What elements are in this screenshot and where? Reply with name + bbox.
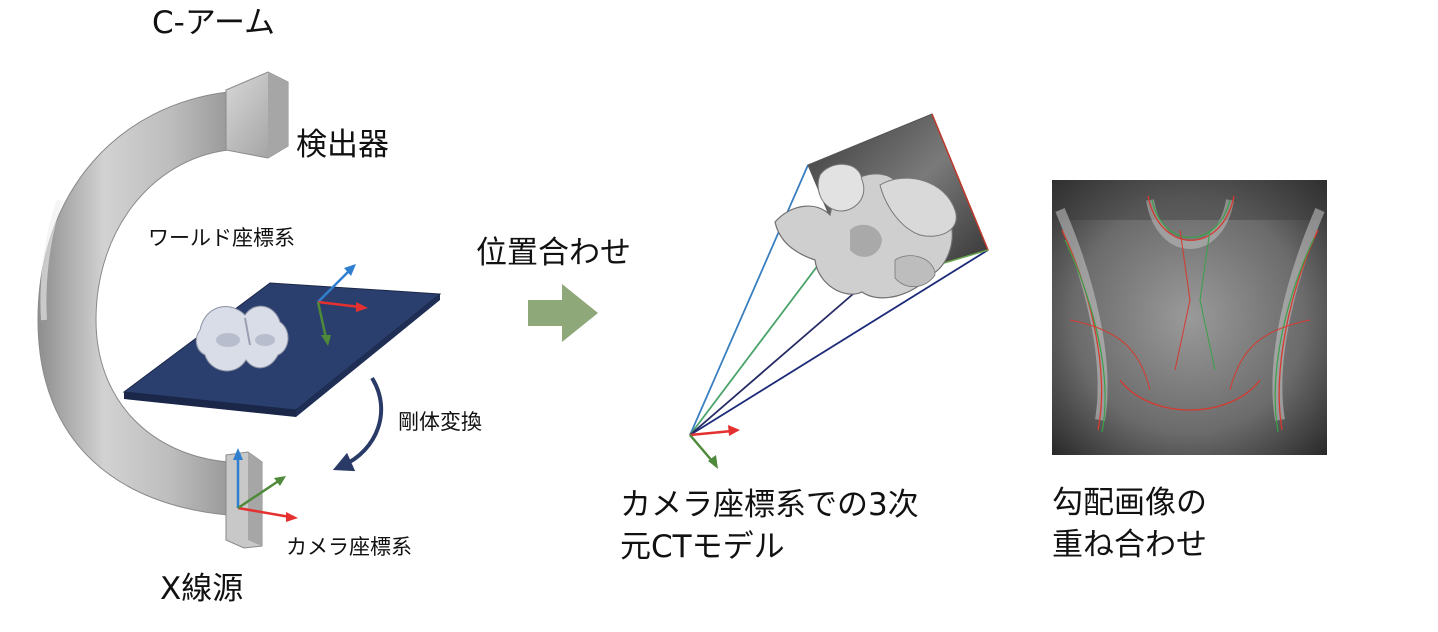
xray-source-graphic — [225, 451, 263, 549]
source-axes — [689, 425, 740, 469]
ct-model-label-line1: カメラ座標系での3次 — [620, 487, 919, 523]
c-arm-graphic — [37, 91, 229, 516]
ct-model-label-line2: 元CTモデル — [620, 529, 785, 565]
detector-label: 検出器 — [296, 127, 389, 163]
registration-arrow — [528, 284, 598, 342]
pelvis-model-on-table — [195, 305, 289, 372]
camera-frame-axes — [233, 448, 298, 522]
gradient-overlay-image — [1052, 180, 1327, 455]
ct-pelvis-model — [774, 163, 957, 299]
xray-source-label: X線源 — [160, 571, 244, 607]
gradient-label-line1: 勾配画像の — [1052, 485, 1207, 521]
c-arm-label: C-アーム — [152, 5, 276, 41]
registration-label: 位置合わせ — [476, 235, 631, 271]
rigid-transform-arrow — [332, 376, 384, 472]
detector-graphic — [225, 71, 289, 159]
world-frame-label: ワールド座標系 — [148, 226, 295, 250]
rigid-transform-label: 剛体変換 — [398, 410, 482, 434]
camera-frame-label: カメラ座標系 — [286, 535, 412, 559]
gradient-label-line2: 重ね合わせ — [1052, 527, 1207, 563]
world-frame-axes — [316, 264, 368, 346]
